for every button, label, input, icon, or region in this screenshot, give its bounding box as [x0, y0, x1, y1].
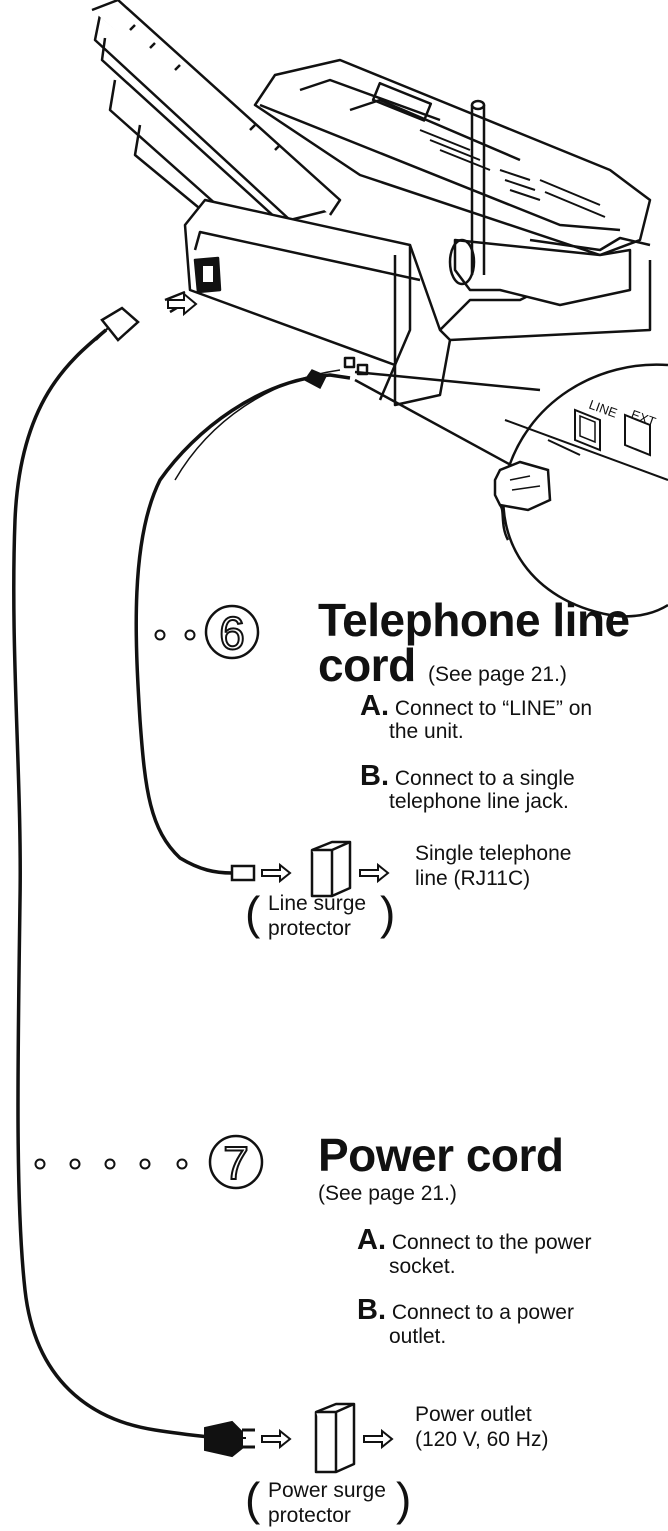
- step7-number: 7: [223, 1137, 249, 1189]
- step6-step-b-letter: B.: [360, 760, 389, 792]
- step6-title-line1: Telephone line: [318, 594, 630, 646]
- power-destination-line2: (120 V, 60 Hz): [415, 1428, 549, 1451]
- power-surge-label-line2: protector: [268, 1504, 351, 1527]
- ext-jack-label: EXT: [629, 407, 658, 430]
- step7-number-badge: 7: [208, 1134, 264, 1190]
- power-cord-illustration: [12, 290, 255, 1458]
- power-surge-paren-close: ): [396, 1473, 412, 1525]
- step6-see-page: (See page 21.): [427, 663, 567, 686]
- step6-step-a-line2: the unit.: [389, 720, 464, 743]
- flow-arrows-power: [261, 1428, 394, 1450]
- step7-step-a: A. Connect to the power: [357, 1224, 592, 1256]
- fax-machine-illustration: [91, 0, 652, 407]
- step6-step-b-text: Connect to a single: [394, 767, 575, 790]
- line-surge-protector-box: [310, 840, 352, 898]
- step7-step-b: B. Connect to a power: [357, 1294, 574, 1326]
- step7-step-b-text: Connect to a power: [391, 1301, 574, 1324]
- line-destination-line2: line (RJ11C): [415, 867, 531, 890]
- line-surge-label-line2: protector: [268, 917, 351, 940]
- step6-title-line2: cord (See page 21.): [318, 640, 567, 700]
- magnified-jack-view: [354, 363, 668, 618]
- step6-number: 6: [219, 607, 245, 659]
- step7-step-a-text: Connect to the power: [391, 1231, 592, 1254]
- step6-step-a: A. Connect to “LINE” on: [360, 690, 593, 722]
- power-destination-line1: Power outlet: [415, 1403, 532, 1426]
- flow-arrows-line: [167, 291, 390, 884]
- step6-step-b: B. Connect to a single: [360, 760, 575, 792]
- step7-step-a-line2: socket.: [389, 1255, 456, 1278]
- line-surge-paren-open: (: [245, 887, 261, 939]
- step6-title-cord: cord: [318, 639, 416, 691]
- line-destination-line1: Single telephone: [415, 842, 572, 865]
- step7-title: Power cord: [318, 1129, 564, 1181]
- step7-step-a-letter: A.: [357, 1224, 386, 1256]
- power-surge-label-line1: Power surge: [268, 1479, 386, 1502]
- step6-step-a-text: Connect to “LINE” on: [394, 697, 593, 720]
- telephone-cord-illustration: [134, 369, 351, 882]
- step7-step-b-line2: outlet.: [389, 1325, 447, 1348]
- step6-number-badge: 6: [204, 604, 260, 660]
- step6-step-a-letter: A.: [360, 690, 389, 722]
- step6-step-b-line2: telephone line jack.: [389, 790, 569, 813]
- power-surge-protector-box: [314, 1402, 356, 1474]
- line-surge-paren-close: ): [380, 887, 396, 939]
- power-surge-paren-open: (: [245, 1473, 261, 1525]
- step7-step-b-letter: B.: [357, 1294, 386, 1326]
- leader-dots: [34, 629, 196, 1170]
- step7-see-page: (See page 21.): [318, 1182, 457, 1205]
- line-surge-label-line1: Line surge: [268, 892, 367, 915]
